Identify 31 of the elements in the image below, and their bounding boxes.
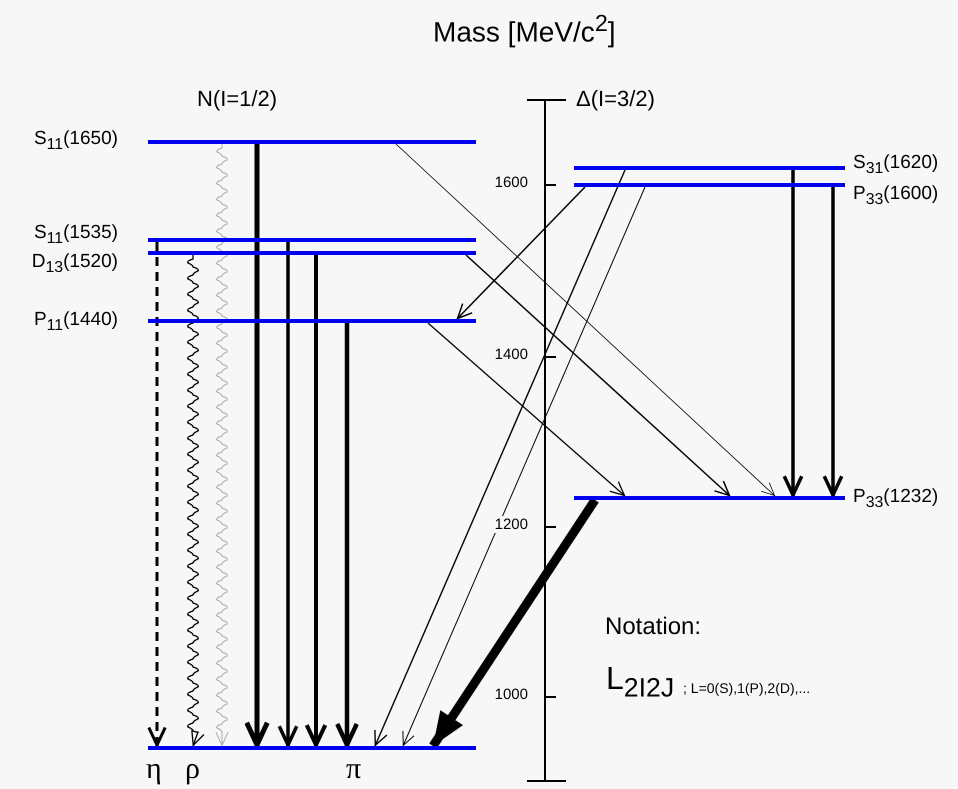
level-label: S$_{11}$(1650): [34, 128, 118, 155]
level-label: P$_{33}$(1600): [853, 183, 938, 210]
level-label: S$_{11}$(1535): [34, 222, 118, 249]
level-label: P$_{11}$(1440): [34, 309, 118, 336]
axis-title: Mass [MeV/c$^{2}$]: [433, 10, 616, 48]
arrow: [402, 186, 646, 746]
arrow: [334, 323, 360, 748]
arrow: [428, 322, 626, 496]
particle-label: π: [346, 752, 362, 786]
arrow: [147, 242, 167, 747]
particle-label: η: [146, 752, 162, 786]
notation-heading: Notation:: [605, 613, 702, 641]
group-heading: N(I=1/2): [197, 86, 278, 112]
notation-text: ; L=0(S),1(P),2(D),...: [683, 680, 810, 696]
level-label: P$_{33}$(1232): [853, 486, 938, 513]
arrow: [466, 254, 730, 497]
arrow: [244, 144, 270, 748]
arrow: [782, 170, 804, 497]
arrow: [396, 144, 776, 496]
level-label: D$_{13}$(1520): [32, 251, 118, 278]
tick-label: 1200: [492, 516, 530, 533]
arrow: [429, 498, 599, 748]
arrow: [304, 255, 328, 747]
arrow: [374, 170, 626, 746]
arrow: [278, 242, 298, 747]
notation-symbol: L$_{2I2J}$: [606, 660, 674, 704]
particle-label: ρ: [185, 752, 200, 786]
level-label: S$_{31}$(1620): [853, 152, 938, 179]
arrow: [822, 187, 844, 497]
wavy-arrow: [215, 144, 229, 746]
group-heading: Δ(I=3/2): [576, 86, 655, 112]
